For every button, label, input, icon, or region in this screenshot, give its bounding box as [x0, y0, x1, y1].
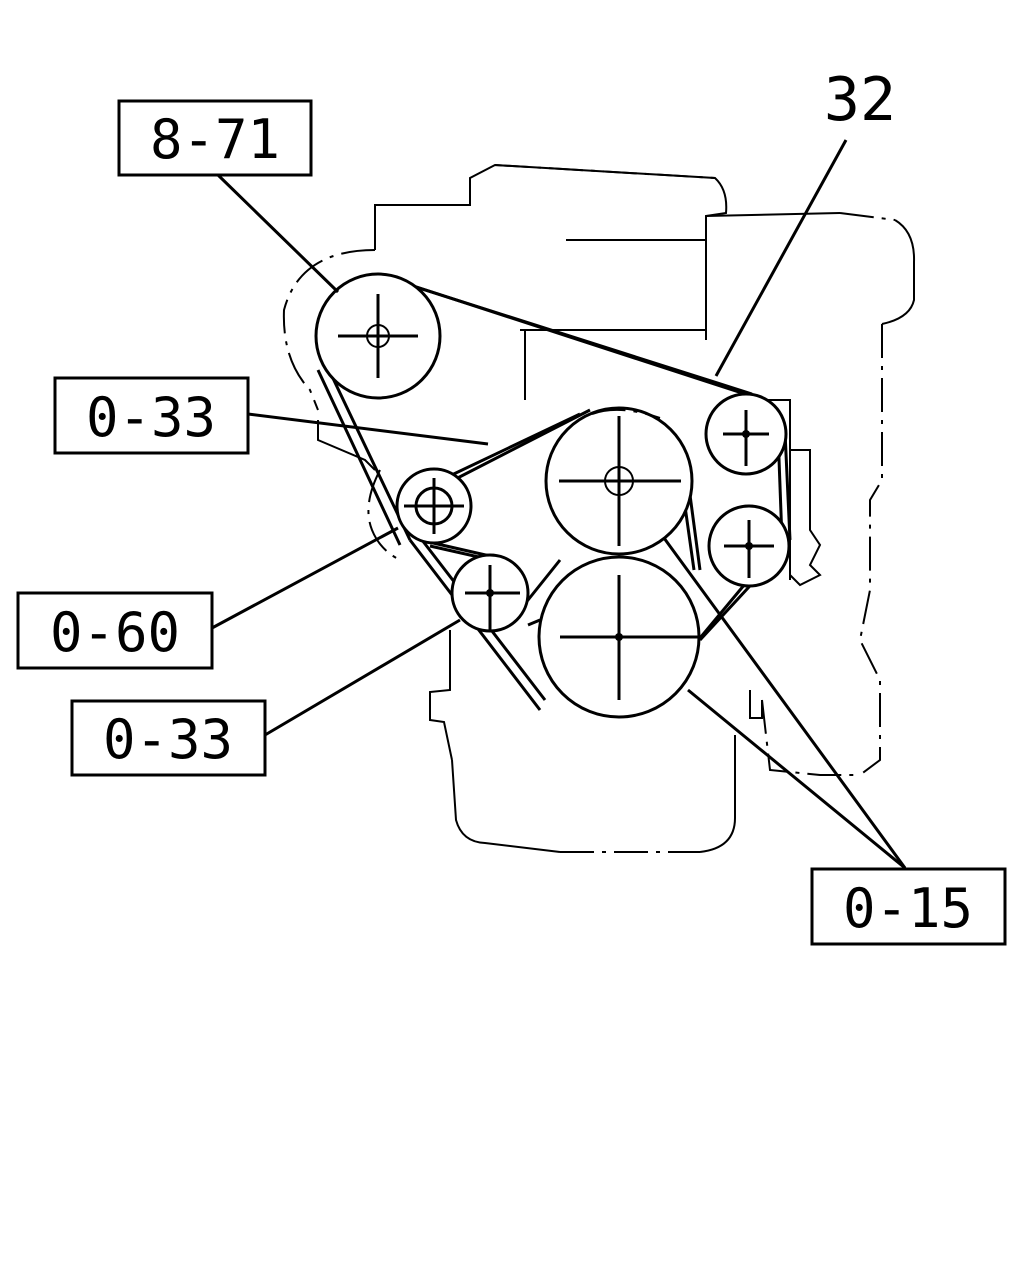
callout-0-33-lower: 0-33	[70, 699, 267, 777]
pulley-idler-upper-right	[704, 392, 788, 476]
pulley-tensioner	[395, 467, 473, 545]
callout-0-33-upper: 0-33	[53, 376, 250, 455]
callout-0-15-text: 0-15	[843, 877, 973, 940]
callout-8-71-text: 8-71	[150, 108, 280, 171]
pulley-alternator	[314, 272, 442, 400]
pulley-idler-right	[707, 504, 791, 588]
callout-0-33-lower-text: 0-33	[103, 708, 233, 771]
pulley-idler-lower	[450, 553, 530, 633]
pulley-crankshaft	[537, 555, 701, 719]
callout-8-71: 8-71	[117, 99, 313, 177]
callout-32: 32	[824, 65, 896, 135]
callout-0-60-text: 0-60	[50, 601, 180, 664]
callout-0-15: 0-15	[810, 867, 1007, 946]
pulley-water-pump	[544, 406, 694, 556]
callout-0-33-upper-text: 0-33	[86, 386, 216, 449]
callout-32-text: 32	[824, 65, 896, 135]
leader-lines	[211, 139, 907, 870]
callout-0-60: 0-60	[16, 591, 214, 670]
